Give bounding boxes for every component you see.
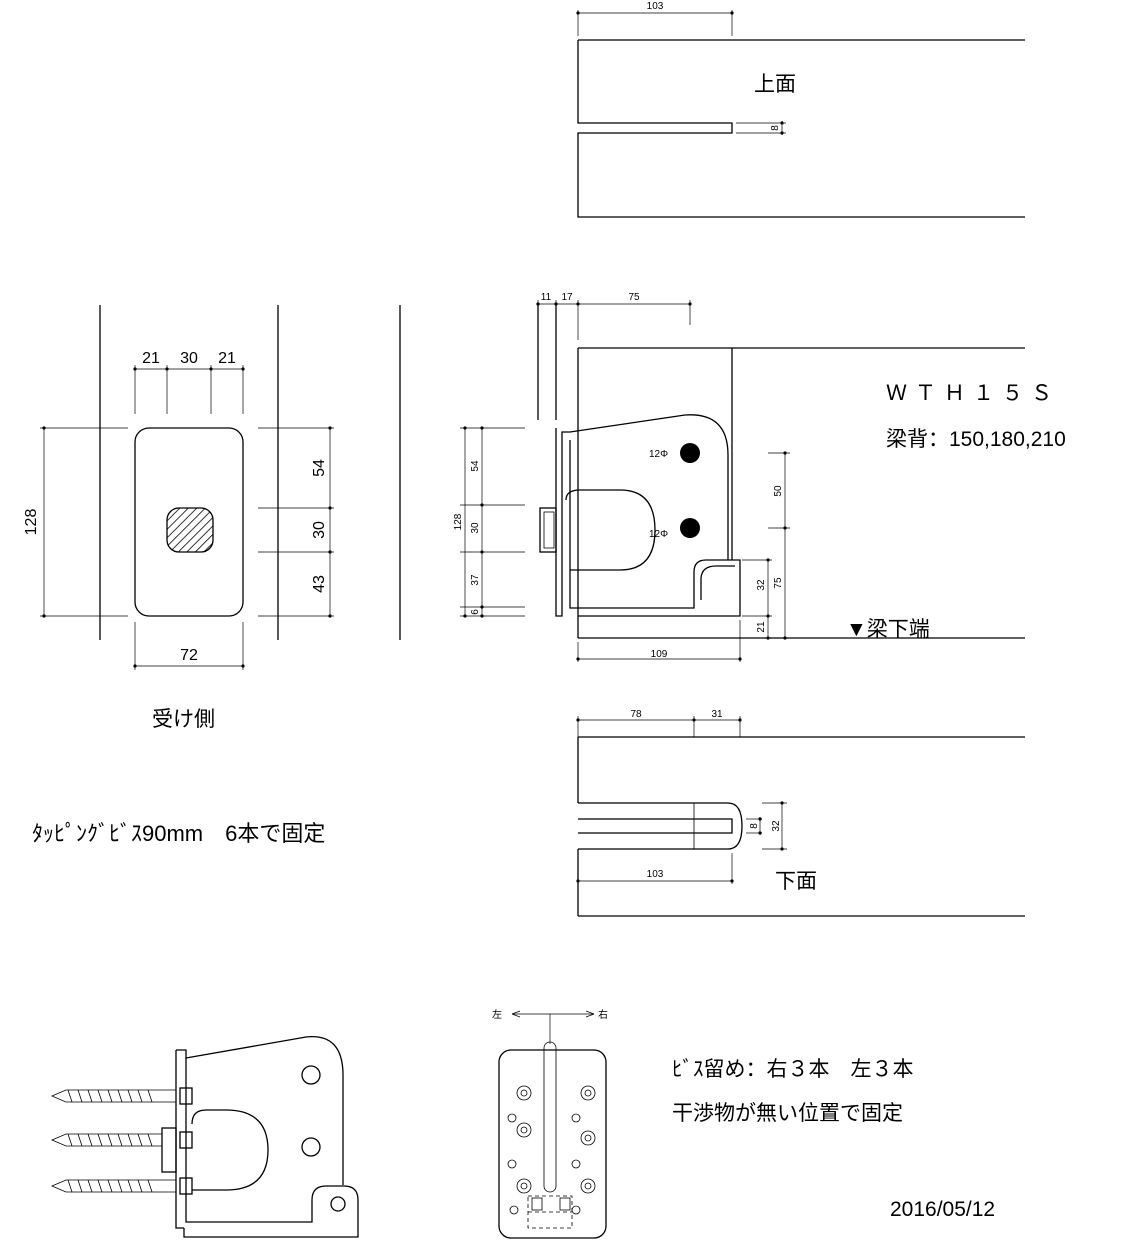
dim-rs-30: 30 — [180, 350, 198, 367]
dim-rs-128: 128 — [23, 509, 40, 536]
dim-sv-37: 37 — [470, 574, 481, 586]
dim-sv-11: 11 — [541, 292, 552, 303]
receiving-side-view: 21 30 21 128 54 30 43 72 受け側 — [23, 305, 401, 731]
dim-top-slot-length: 103 — [647, 1, 664, 12]
dim-sv-6: 6 — [470, 609, 481, 615]
front-plate-outline — [498, 1049, 607, 1239]
dim-rs-21b: 21 — [218, 350, 236, 367]
direction-right: 右 — [598, 1008, 608, 1021]
dim-bv-8: 8 — [749, 823, 760, 829]
drawing-date: 2016/05/12 — [890, 1198, 995, 1221]
dim-sv-75: 75 — [628, 292, 640, 303]
dim-rs-21a: 21 — [142, 350, 160, 367]
bracket-outline — [555, 414, 729, 617]
screw-2 — [50, 1131, 193, 1149]
direction-left: 左 — [492, 1008, 502, 1021]
bottom-view: 78 31 8 32 103 下面 — [576, 709, 1025, 917]
dim-top-slot-width: 8 — [770, 125, 781, 131]
receiving-plate — [134, 427, 244, 617]
top-view: 103 8 上面 — [576, 1, 1025, 218]
dim-sv-50: 50 — [773, 485, 784, 497]
model-name: ＷＴＨ１５Ｓ — [886, 382, 1060, 405]
dim-sv-109: 109 — [651, 649, 668, 660]
dim-sv-30: 30 — [470, 522, 481, 534]
dim-sv-21: 21 — [756, 621, 767, 633]
hole-upper-label: 12Φ — [649, 449, 668, 460]
beam-bottom-label: ▼梁下端 — [846, 618, 930, 641]
bottom-view-label: 下面 — [775, 870, 817, 893]
screw-fix-note: ﾋﾞｽ留め：右３本 左３本 — [672, 1058, 914, 1081]
hole-lower — [680, 518, 700, 538]
dim-rs-43: 43 — [311, 575, 328, 593]
dim-bv-103: 103 — [647, 869, 664, 880]
dim-rs-72: 72 — [180, 647, 198, 664]
dim-sv-54: 54 — [470, 460, 481, 472]
dim-sv-128: 128 — [453, 513, 464, 530]
dim-sv-75v: 75 — [773, 577, 784, 589]
front-plate: 左 右 — [492, 1008, 608, 1239]
dim-bv-31: 31 — [711, 709, 723, 720]
side-view: 12Φ 12Φ 11 17 75 128 54 30 37 6 — [453, 292, 1066, 662]
bracket-with-screws — [50, 1036, 359, 1238]
receiving-side-label: 受け側 — [152, 708, 215, 731]
dim-bv-32: 32 — [771, 820, 782, 832]
dim-rs-54: 54 — [311, 459, 328, 477]
dim-sv-32: 32 — [756, 579, 767, 591]
dim-bv-78: 78 — [630, 709, 642, 720]
top-view-label: 上面 — [754, 73, 796, 96]
dim-rs-30v: 30 — [311, 521, 328, 539]
dim-sv-17: 17 — [561, 292, 573, 303]
hole-upper — [680, 443, 700, 463]
bracket-hole-lower — [301, 1137, 321, 1157]
interference-note: 干渉物が無い位置で固定 — [672, 1102, 903, 1125]
bolt-hole-hatched — [166, 507, 214, 553]
bracket-hole-upper — [301, 1065, 321, 1085]
screw-3 — [50, 1177, 193, 1195]
hole-lower-label: 12Φ — [649, 529, 668, 540]
screw-note: ﾀｯﾋﾟﾝｸﾞﾋﾞｽ90mm 6本で固定 — [32, 821, 325, 846]
screw-1 — [50, 1087, 193, 1105]
beam-height: 梁背：150,180,210 — [886, 428, 1066, 451]
